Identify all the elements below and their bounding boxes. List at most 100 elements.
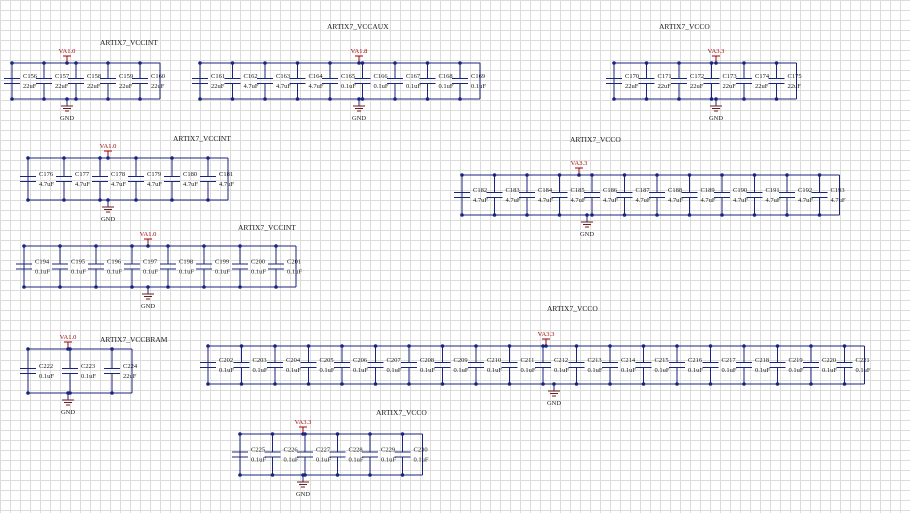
- capacitor-value-label: 4.7uF: [506, 197, 521, 204]
- capacitor-ref-label: C170: [625, 73, 639, 80]
- junction-dot-top: [295, 61, 300, 65]
- junction-dot-bottom: [263, 97, 267, 101]
- junction-dot-top: [274, 244, 278, 248]
- capacitor-value-label: 4.7uF: [636, 197, 651, 204]
- junction-dot-top: [675, 344, 679, 348]
- capacitor-ref-label: C219: [789, 357, 803, 364]
- capacitor-ref-label: C205: [320, 357, 334, 364]
- capacitor-ref-label: C161: [211, 73, 225, 80]
- junction-dot-bottom: [106, 97, 110, 101]
- group-title: ARTIX7_VCCBRAM: [100, 335, 168, 344]
- capacitor-value-label: 0.1uF: [320, 367, 335, 374]
- junction-dot-bottom: [26, 391, 30, 395]
- capacitor-value-label: 22uF: [211, 83, 225, 90]
- junction-dot-top: [368, 432, 372, 436]
- junction-dot-bottom: [458, 97, 462, 101]
- junction-dot-top: [507, 344, 512, 348]
- capacitor-c161[interactable]: C161 22uF: [192, 61, 225, 101]
- capacitor-value-label: 4.7uF: [309, 83, 324, 90]
- power-port: VA3.3: [538, 331, 554, 348]
- ground-net-label: GND: [352, 115, 366, 122]
- junction-dot-top: [360, 61, 365, 65]
- capacitor-ref-label: C178: [111, 171, 125, 178]
- junction-dot-bottom: [206, 198, 210, 202]
- junction-dot-top: [641, 344, 646, 348]
- capacitor-c205[interactable]: C205 0.1uF: [300, 344, 335, 386]
